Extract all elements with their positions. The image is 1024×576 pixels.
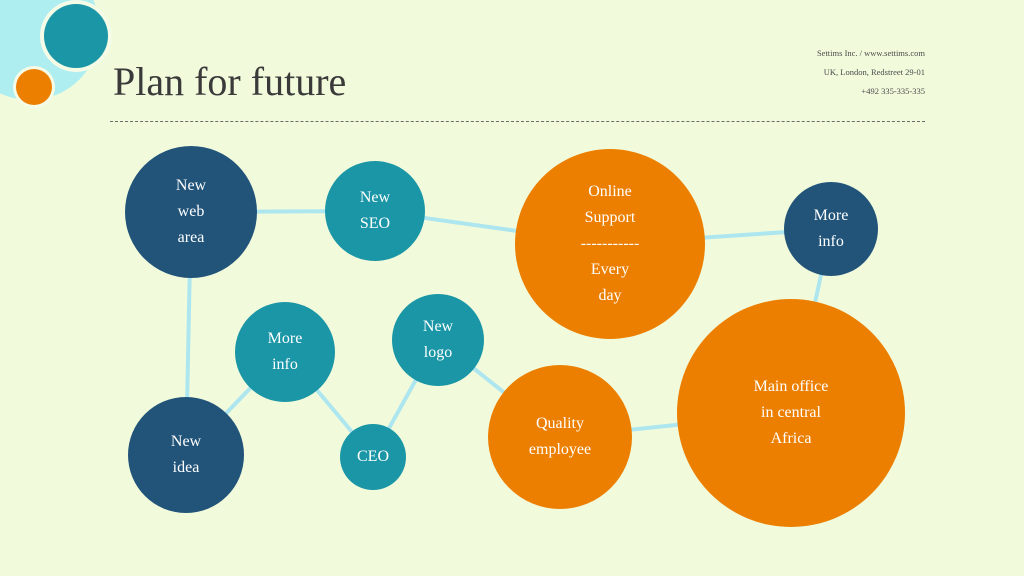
node-quality-employee[interactable]: Quality employee bbox=[488, 365, 632, 509]
node-label: CEO bbox=[357, 448, 389, 465]
title-divider bbox=[110, 121, 925, 122]
contact-address: UK, London, Redstreet 29-01 bbox=[823, 67, 925, 77]
node-new-logo[interactable]: New logo bbox=[392, 294, 484, 386]
node-ceo[interactable]: CEO bbox=[340, 424, 406, 490]
node-label: Quality employee bbox=[528, 415, 592, 458]
node-label: New SEO bbox=[359, 189, 391, 232]
node-label: More info bbox=[813, 207, 849, 250]
node-label: New logo bbox=[422, 318, 454, 361]
decorative-circle-teal bbox=[44, 4, 108, 68]
contact-phone: +492 335-335-335 bbox=[861, 86, 925, 96]
node-label: Main office in central Africa bbox=[753, 378, 829, 447]
node-more-info-left[interactable]: More info bbox=[235, 302, 335, 402]
node-label: New idea bbox=[170, 433, 202, 476]
node-new-idea[interactable]: New idea bbox=[128, 397, 244, 513]
node-new-web-area[interactable]: New web area bbox=[125, 146, 257, 278]
node-online-support[interactable]: Online Support ----------- Every day bbox=[515, 149, 705, 339]
node-main-office[interactable]: Main office in central Africa bbox=[677, 299, 905, 527]
contact-company: Settims Inc. / www.settims.com bbox=[816, 48, 925, 58]
node-label: More info bbox=[267, 330, 303, 373]
node-label: Online Support ----------- Every day bbox=[580, 183, 640, 304]
node-more-info-top[interactable]: More info bbox=[784, 182, 878, 276]
node-new-seo[interactable]: New SEO bbox=[325, 161, 425, 261]
slide-title: Plan for future bbox=[113, 59, 347, 104]
node-label: New web area bbox=[175, 177, 207, 246]
decorative-circle-orange bbox=[16, 69, 52, 105]
contact-info: Settims Inc. / www.settims.com UK, Londo… bbox=[665, 44, 925, 101]
